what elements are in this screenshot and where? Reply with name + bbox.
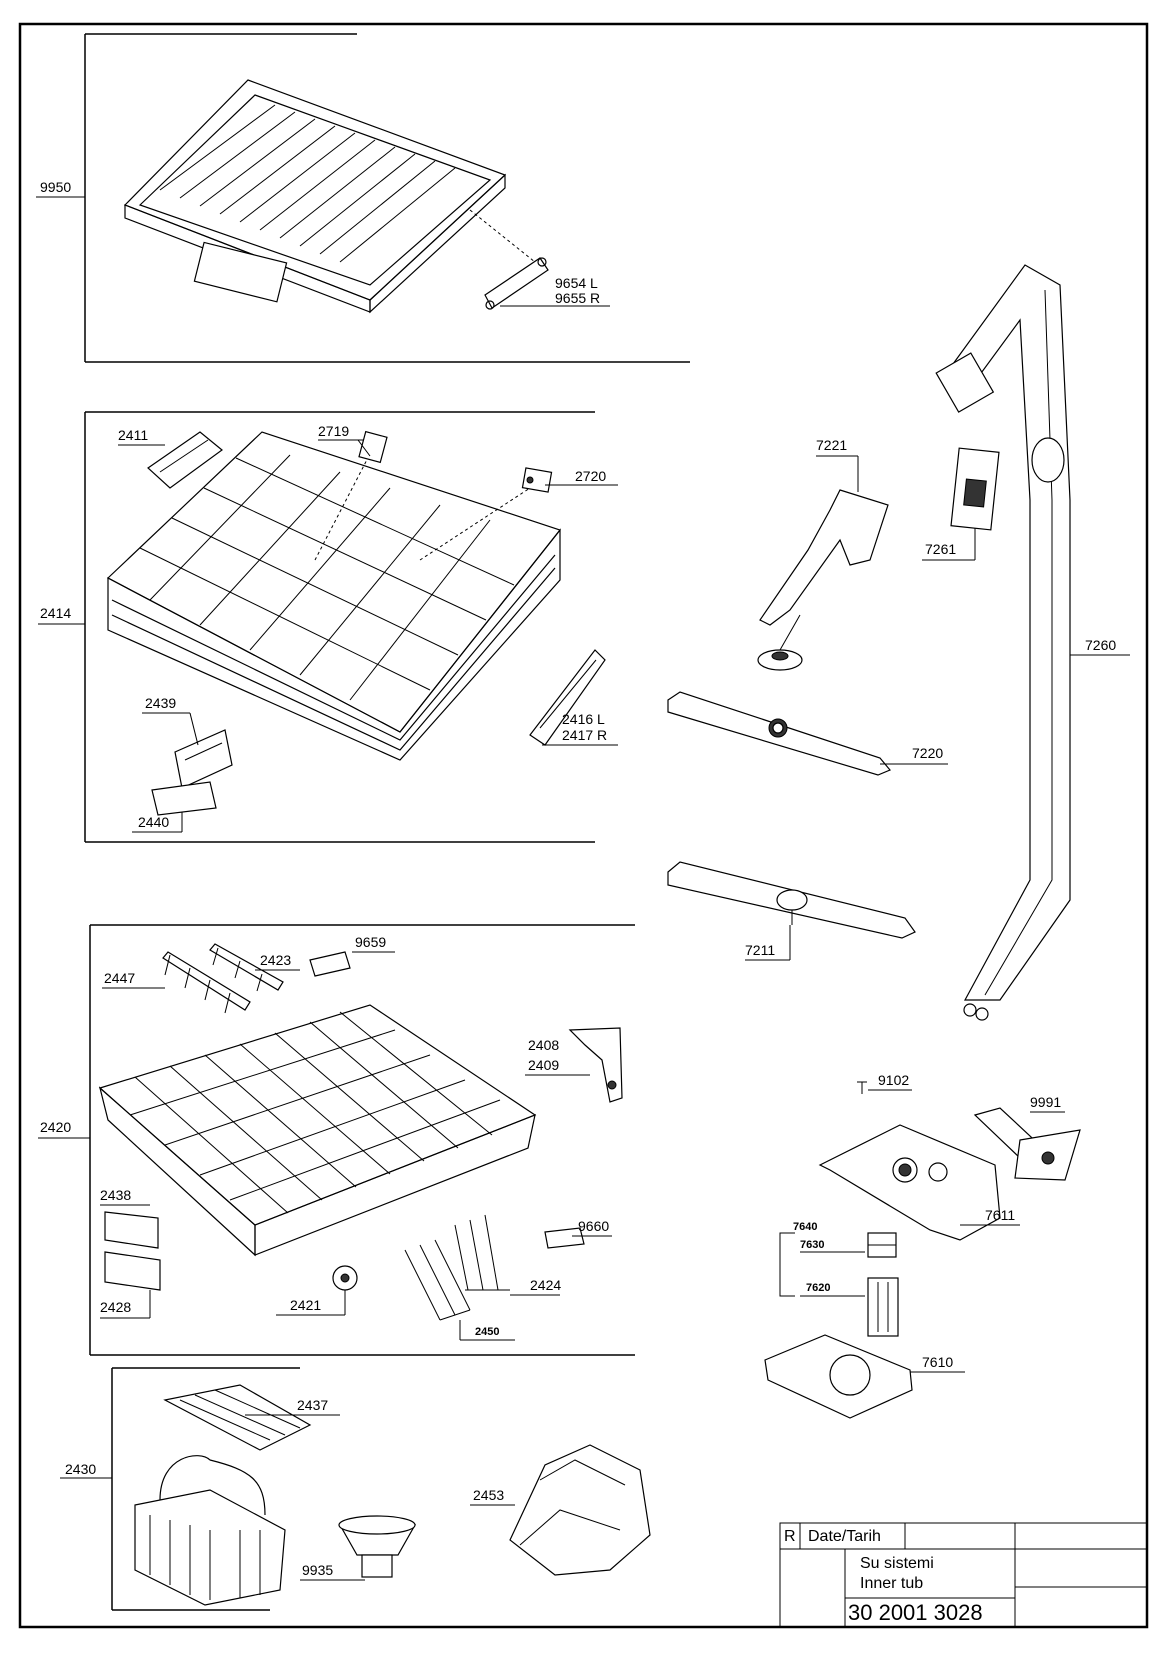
part-7630-filter-cap (867, 1232, 897, 1258)
part-2424-rack (454, 1214, 510, 1291)
label-2424: 2424 (530, 1277, 561, 1293)
label-9659: 9659 (355, 934, 386, 950)
part-7610-microfilter (764, 1334, 913, 1419)
part-2453-insert (509, 1444, 651, 1576)
part-7260-water-pipe (935, 264, 1071, 1021)
group-2430-frame (60, 1367, 300, 1611)
label-7611: 7611 (985, 1207, 1015, 1223)
part-2447-rack (162, 951, 251, 1014)
label-9660: 9660 (578, 1218, 609, 1234)
part-2440-cover (151, 781, 217, 816)
part-2437-basket-lid (163, 1384, 312, 1451)
label-7211: 7211 (745, 942, 775, 958)
part-upper-basket (106, 431, 562, 761)
label-2440: 2440 (138, 814, 169, 830)
part-7261-adapter (950, 447, 1000, 531)
part-9102-screw (857, 1081, 867, 1094)
part-7620-filter (867, 1277, 899, 1337)
label-9950: 9950 (40, 179, 71, 195)
part-9935-funnel (338, 1515, 417, 1578)
label-7640: 7640 (793, 1221, 817, 1233)
label-2411: 2411 (118, 427, 148, 443)
sheet-border (18, 22, 1149, 1629)
label-7260: 7260 (1085, 637, 1116, 653)
part-lower-basket (98, 1004, 537, 1257)
title-block-rev: R (784, 1528, 796, 1545)
label-7220: 7220 (912, 745, 943, 761)
group-9950-frame (36, 33, 690, 363)
label-7610: 7610 (922, 1354, 953, 1370)
label-9991: 9991 (1030, 1094, 1061, 1110)
label-2720: 2720 (575, 468, 606, 484)
label-9654: 9654 L (555, 275, 598, 291)
part-9660-holder (544, 1227, 585, 1249)
label-9102: 9102 (878, 1072, 909, 1088)
label-2414: 2414 (40, 605, 71, 621)
label-7620: 7620 (806, 1282, 830, 1294)
part-2416-2417-adjuster (529, 649, 606, 746)
label-9655: 9655 R (555, 290, 600, 306)
title-block-title-en: Inner tub (860, 1575, 923, 1592)
part-2428-cover (104, 1251, 161, 1291)
group-2414-frame (38, 411, 595, 843)
label-2408: 2408 (528, 1037, 559, 1053)
part-2720-clip (521, 467, 553, 493)
part-2438-holder (104, 1211, 159, 1249)
label-2453: 2453 (473, 1487, 504, 1503)
label-7630: 7630 (800, 1239, 824, 1251)
part-7221-upper-spray-arm-feed (757, 489, 889, 671)
label-9935: 9935 (302, 1562, 333, 1578)
label-2420: 2420 (40, 1119, 71, 1135)
part-cutlery-tray (123, 79, 507, 314)
part-9991-arm (973, 1107, 1081, 1181)
part-2430-cutlery-basket (134, 1455, 286, 1606)
part-2439-holder (174, 729, 233, 789)
title-block-title-tr: Su sistemi (860, 1555, 934, 1572)
label-2439: 2439 (145, 695, 176, 711)
title-block (779, 1522, 1148, 1628)
label-2437: 2437 (297, 1397, 328, 1413)
label-2423: 2423 (260, 952, 291, 968)
label-2409: 2409 (528, 1057, 559, 1073)
label-7221: 7221 (816, 437, 847, 453)
part-7211-lower-spray-arm (667, 861, 916, 939)
part-2450-rack (404, 1239, 471, 1321)
label-2430: 2430 (65, 1461, 96, 1477)
label-2719: 2719 (318, 423, 349, 439)
part-2423-rack (209, 943, 284, 992)
title-block-doc-number: 30 2001 3028 (848, 1600, 983, 1625)
group-2420-frame (38, 924, 635, 1356)
title-block-date-header: Date/Tarih (808, 1528, 881, 1545)
part-7611-sump-cover (818, 1124, 1001, 1241)
part-2411-clip (147, 431, 223, 489)
label-7261: 7261 (925, 541, 956, 557)
label-2416: 2416 L (562, 711, 605, 727)
label-2438: 2438 (100, 1187, 131, 1203)
part-2719-clip (358, 430, 388, 464)
label-2417: 2417 R (562, 727, 607, 743)
part-9659-holder (309, 951, 351, 977)
label-2421: 2421 (290, 1297, 321, 1313)
label-2428: 2428 (100, 1299, 131, 1315)
part-9654-9655-rail-end (469, 209, 549, 310)
label-2450: 2450 (475, 1326, 499, 1338)
part-2408-2409-bracket (568, 1027, 623, 1103)
label-2447: 2447 (104, 970, 135, 986)
part-2421-wheel (332, 1265, 358, 1291)
part-7220-upper-spray-arm (667, 691, 891, 776)
